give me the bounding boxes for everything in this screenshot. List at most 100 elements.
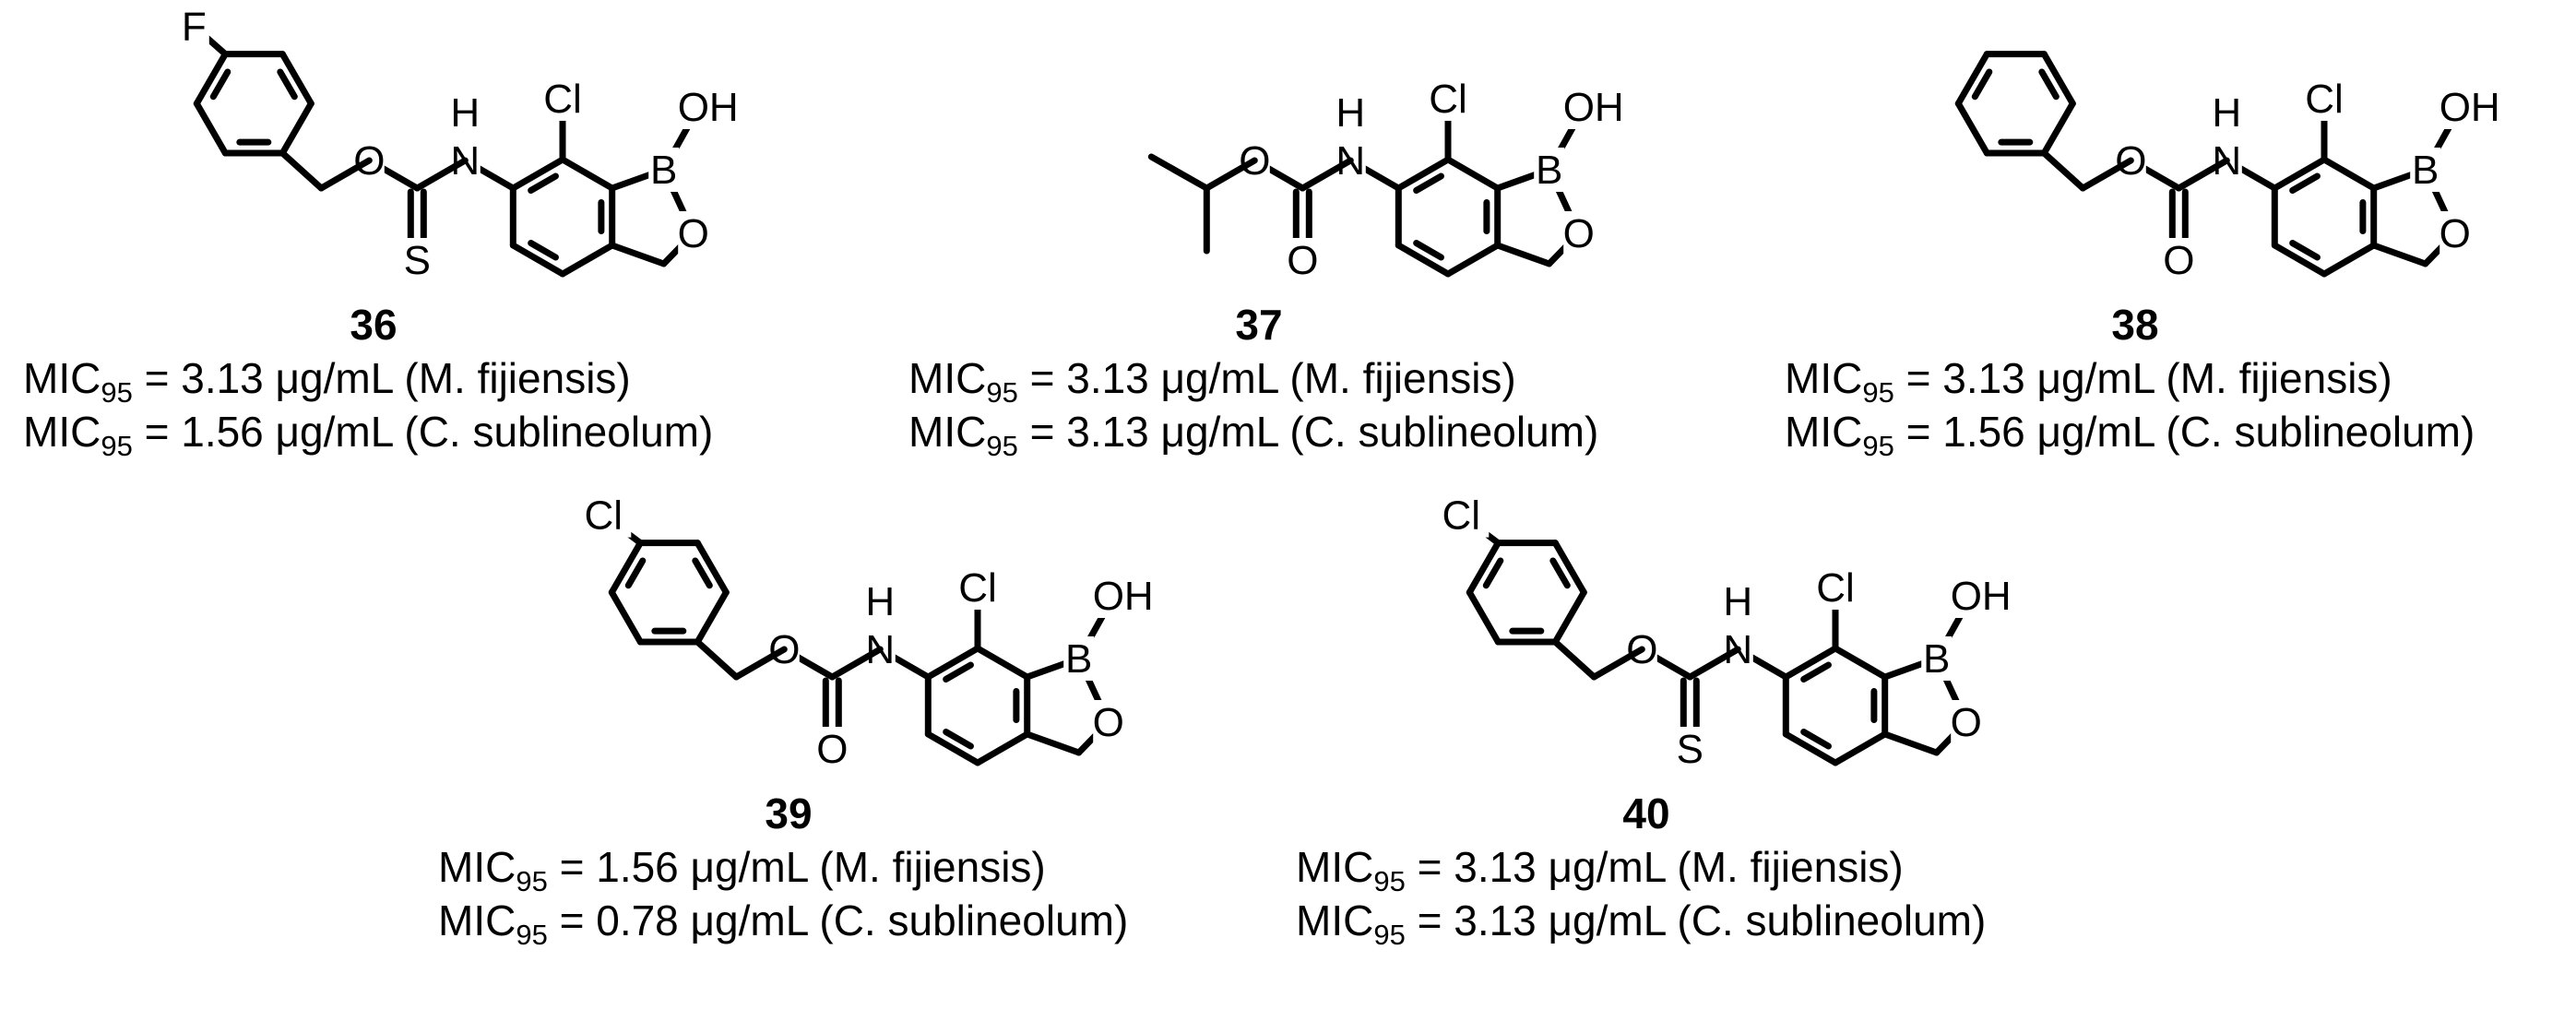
mic-value-line: MIC95 = 3.13 μg/mL (C. sublineolum) bbox=[908, 405, 1609, 460]
ring-double-bond bbox=[943, 661, 974, 683]
mic-subscript: 95 bbox=[516, 919, 548, 951]
bond bbox=[2079, 157, 2134, 192]
ring-bond bbox=[1395, 242, 1452, 278]
organism-name: (M. fijiensis) bbox=[1677, 843, 1904, 891]
mic-label: MIC bbox=[1296, 843, 1374, 891]
bond bbox=[317, 157, 373, 192]
ring-bond bbox=[559, 242, 616, 278]
atom-label-mask bbox=[1420, 77, 1476, 121]
sulfur-atom: S bbox=[404, 238, 431, 283]
aryl-ring-bond bbox=[279, 51, 315, 107]
mic-subscript: 95 bbox=[1862, 430, 1894, 462]
oxygen-atom: O bbox=[2439, 211, 2471, 256]
mic-value: = 1.56 μg/mL bbox=[132, 408, 405, 456]
ring-bond bbox=[1782, 645, 1839, 681]
mic-value-line: MIC95 = 1.56 μg/mL (C. sublineolum) bbox=[1785, 405, 2486, 460]
atom-label-mask bbox=[535, 77, 590, 121]
oxygen-atom: O bbox=[1563, 211, 1595, 256]
ring-double-bond bbox=[2289, 172, 2321, 194]
atom-label-mask bbox=[1335, 90, 1366, 135]
mic-value-line: MIC95 = 1.56 μg/mL (M. fijiensis) bbox=[438, 840, 1139, 897]
atom-label-mask bbox=[2441, 85, 2498, 129]
ring-bond bbox=[1395, 156, 1452, 192]
mic-value-line: MIC95 = 3.13 μg/mL (M. fijiensis) bbox=[23, 351, 724, 407]
mic-subscript: 95 bbox=[516, 865, 548, 897]
mic-subscript: 95 bbox=[101, 376, 133, 409]
mic-value-line: MIC95 = 3.13 μg/mL (M. fijiensis) bbox=[908, 351, 1609, 407]
organism-name: (C. sublineolum) bbox=[1289, 408, 1599, 456]
ring-bond bbox=[924, 730, 981, 766]
ring-bond bbox=[1782, 730, 1839, 766]
ring-bond bbox=[2321, 156, 2378, 192]
ring-bond bbox=[509, 242, 566, 278]
aryl-double-bond bbox=[624, 557, 647, 589]
atom-label-mask bbox=[1674, 727, 1705, 771]
compound-number: 37 bbox=[1235, 301, 1283, 349]
chlorine-atom: Cl bbox=[1816, 565, 1855, 611]
aryl-ring-bond bbox=[2040, 51, 2076, 107]
atom-label-mask bbox=[1953, 574, 2009, 618]
mic-value: = 1.56 μg/mL bbox=[1893, 408, 2166, 456]
hydroxyl-group: OH bbox=[1093, 574, 1154, 619]
atom-label-mask bbox=[1095, 574, 1151, 618]
hydroxyl-group: OH bbox=[2439, 85, 2500, 130]
ring-double-bond bbox=[1800, 729, 1832, 750]
compound-number: 38 bbox=[2111, 301, 2159, 349]
ring-bond bbox=[2271, 156, 2328, 192]
mic-value: = 0.78 μg/mL bbox=[547, 896, 820, 944]
bond bbox=[413, 157, 469, 192]
organism-name: (M. fijiensis) bbox=[819, 843, 1046, 891]
atom-label-mask bbox=[178, 4, 209, 49]
ring-bond bbox=[1832, 645, 1889, 681]
atom-label-mask bbox=[1287, 238, 1318, 282]
mic-value-line: MIC95 = 1.56 μg/mL (C. sublineolum) bbox=[23, 405, 724, 460]
mic-subscript: 95 bbox=[986, 376, 1018, 409]
hydrogen-atom: H bbox=[450, 90, 480, 136]
aryl-double-bond bbox=[692, 557, 713, 589]
ring-bond bbox=[1444, 156, 1502, 192]
chlorine-atom: Cl bbox=[543, 77, 582, 122]
atom-label-mask bbox=[678, 211, 709, 255]
atom-label-mask bbox=[2163, 238, 2194, 282]
mic-label: MIC bbox=[1296, 896, 1374, 944]
mic-subscript: 95 bbox=[1373, 865, 1406, 897]
bond bbox=[694, 638, 740, 681]
hydroxyl-group: OH bbox=[1951, 574, 2012, 619]
aryl-ring-bond bbox=[1954, 100, 1990, 157]
organism-name: (C. sublineolum) bbox=[404, 408, 714, 456]
bond bbox=[2175, 157, 2230, 192]
mic-label: MIC bbox=[1785, 408, 1863, 456]
hydrogen-atom: H bbox=[2212, 90, 2241, 136]
compound-number: 36 bbox=[350, 301, 398, 349]
mic-value-line: MIC95 = 3.13 μg/mL (M. fijiensis) bbox=[1785, 351, 2486, 407]
atom-label-mask bbox=[1433, 493, 1490, 538]
mic-value: = 1.56 μg/mL bbox=[547, 843, 820, 891]
ring-bond bbox=[974, 730, 1031, 766]
atom-label-mask bbox=[648, 148, 680, 192]
hydroxyl-group: OH bbox=[678, 85, 739, 130]
ring-double-bond bbox=[528, 240, 559, 261]
atom-label-mask bbox=[2297, 77, 2352, 121]
mic-subscript: 95 bbox=[1862, 376, 1894, 409]
aryl-double-bond bbox=[1482, 557, 1504, 589]
boron-atom: B bbox=[1065, 636, 1092, 682]
ring-bond bbox=[1024, 730, 1083, 756]
mic-value: = 3.13 μg/mL bbox=[1893, 354, 2166, 402]
atom-label-mask bbox=[1722, 579, 1753, 623]
aryl-double-bond bbox=[1971, 68, 1993, 101]
ring-bond bbox=[1494, 242, 1553, 267]
atom-label-mask bbox=[1565, 85, 1621, 129]
atom-label-mask bbox=[449, 90, 481, 135]
atom-label-mask bbox=[680, 85, 736, 129]
organism-name: (C. sublineolum) bbox=[1677, 896, 1987, 944]
ring-bond bbox=[1444, 242, 1502, 278]
atom-label-mask bbox=[576, 493, 632, 538]
aryl-ring-bond bbox=[1466, 540, 1502, 596]
mic-label: MIC bbox=[438, 843, 516, 891]
mic-value-line: MIC95 = 3.13 μg/mL (M. fijiensis) bbox=[1296, 840, 1997, 897]
aryl-ring-bond bbox=[608, 588, 644, 646]
